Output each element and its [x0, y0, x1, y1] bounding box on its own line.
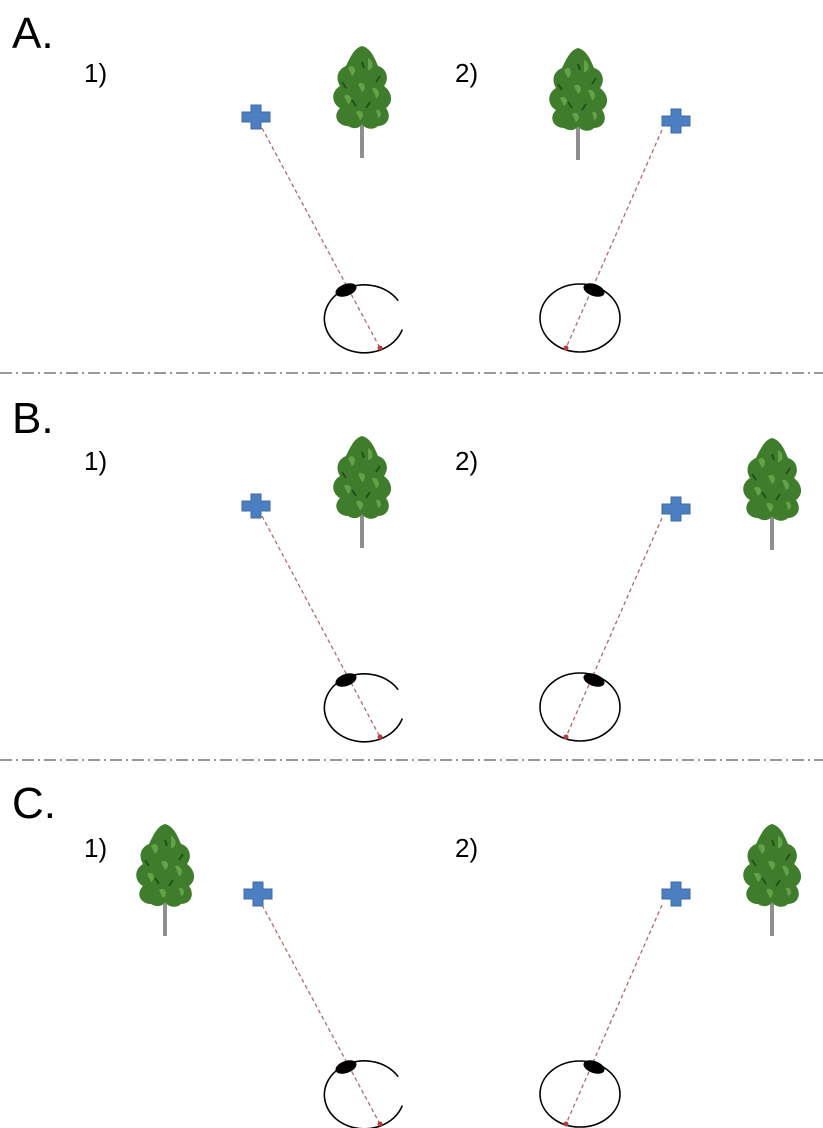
panel-label-c1: 1) [84, 833, 107, 863]
gaze-line [565, 129, 663, 349]
gaze-line [261, 127, 381, 349]
panel-label-b1: 1) [84, 446, 107, 476]
gaze-line [565, 904, 663, 1125]
panel-a1 [241, 45, 404, 354]
eye-icon [323, 1060, 404, 1128]
panel-c1 [135, 823, 404, 1128]
panel-label-a2: 2) [455, 58, 478, 88]
eye-icon [539, 672, 621, 742]
eye-icon [323, 283, 404, 354]
panel-label-c2: 2) [455, 833, 478, 863]
panel-b2 [539, 437, 803, 742]
tree-icon [135, 823, 196, 937]
tree-icon [332, 45, 393, 159]
panel-a2 [539, 47, 691, 353]
section-label-b: B. [12, 394, 54, 443]
fixation-cross-icon [661, 496, 691, 522]
panel-b1 [241, 435, 404, 743]
tree-icon [548, 47, 609, 161]
panel-label-a1: 1) [84, 58, 107, 88]
tree-icon [742, 823, 803, 937]
fixation-cross-icon [661, 108, 691, 134]
gaze-line [565, 517, 663, 738]
gaze-line [261, 904, 381, 1125]
fixation-cross-icon [241, 104, 271, 130]
panel-label-b2: 2) [455, 446, 478, 476]
panel-c2 [539, 823, 803, 1128]
fixation-cross-icon [243, 881, 273, 907]
eye-icon [539, 283, 621, 353]
section-label-a: A. [12, 9, 54, 58]
fixation-cross-icon [661, 881, 691, 907]
fixation-cross-icon [241, 493, 271, 519]
section-label-c: C. [12, 779, 56, 828]
tree-icon [332, 435, 393, 549]
eye-icon [539, 1060, 621, 1128]
tree-icon [742, 437, 803, 551]
gaze-line [261, 515, 381, 738]
eye-icon [323, 673, 404, 743]
